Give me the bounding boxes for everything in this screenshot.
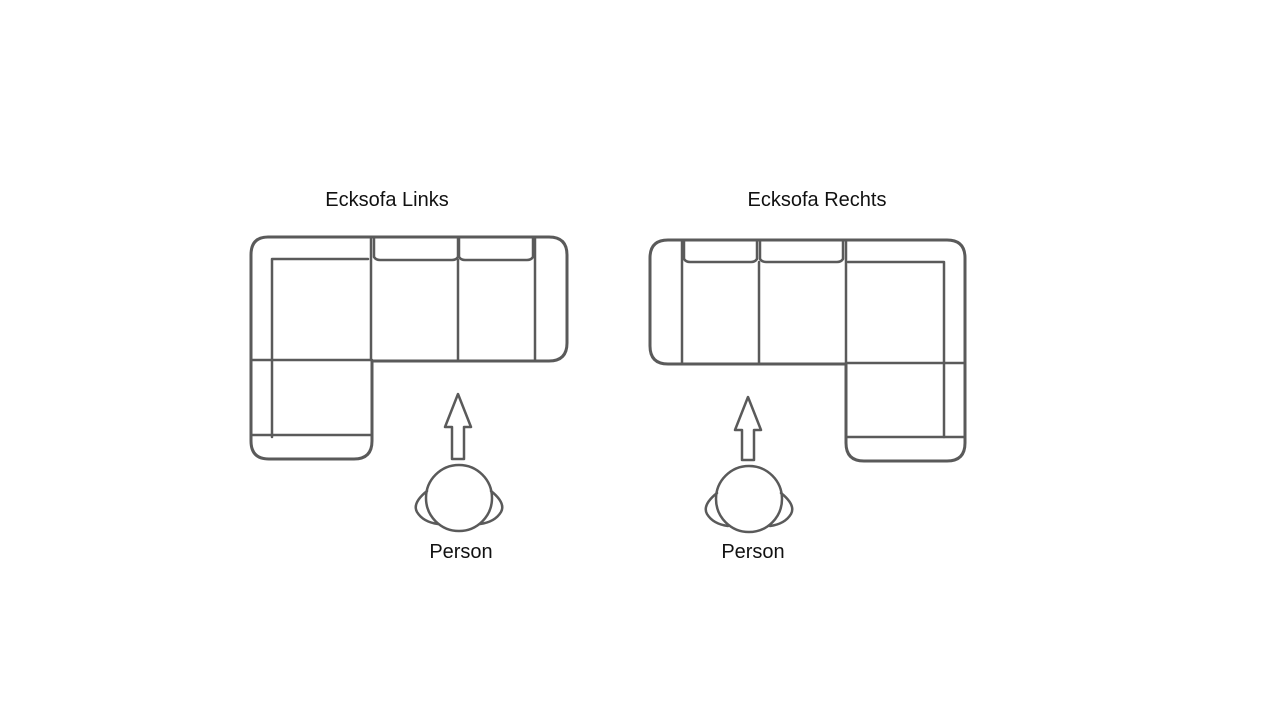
viewer-right bbox=[704, 395, 794, 534]
back-cushion bbox=[457, 236, 535, 262]
arrow-up-icon bbox=[443, 392, 473, 461]
viewer-left bbox=[414, 392, 504, 533]
arrow-up-icon bbox=[733, 395, 763, 462]
sofa-title-right: Ecksofa Rechts bbox=[747, 189, 887, 211]
viewer-label-right: Person bbox=[721, 541, 785, 563]
back-cushion bbox=[682, 239, 759, 264]
back-cushion bbox=[758, 239, 845, 264]
person-shoulders bbox=[768, 491, 794, 528]
sofa-outline bbox=[648, 238, 967, 463]
back-cushion bbox=[372, 236, 460, 262]
viewer-label-left: Person bbox=[429, 541, 493, 563]
corner-sofa-right bbox=[648, 238, 967, 463]
backrest-inner-line bbox=[846, 260, 946, 439]
sofa-title-left: Ecksofa Links bbox=[325, 189, 449, 211]
person-shoulders bbox=[704, 491, 730, 528]
person-head-icon bbox=[424, 463, 494, 533]
person-shoulders bbox=[478, 489, 504, 526]
person-shoulders bbox=[414, 489, 440, 526]
sofa-outline bbox=[249, 235, 569, 461]
corner-sofa-left bbox=[249, 235, 569, 461]
person-head-icon bbox=[714, 464, 784, 534]
backrest-inner-line bbox=[270, 257, 370, 439]
